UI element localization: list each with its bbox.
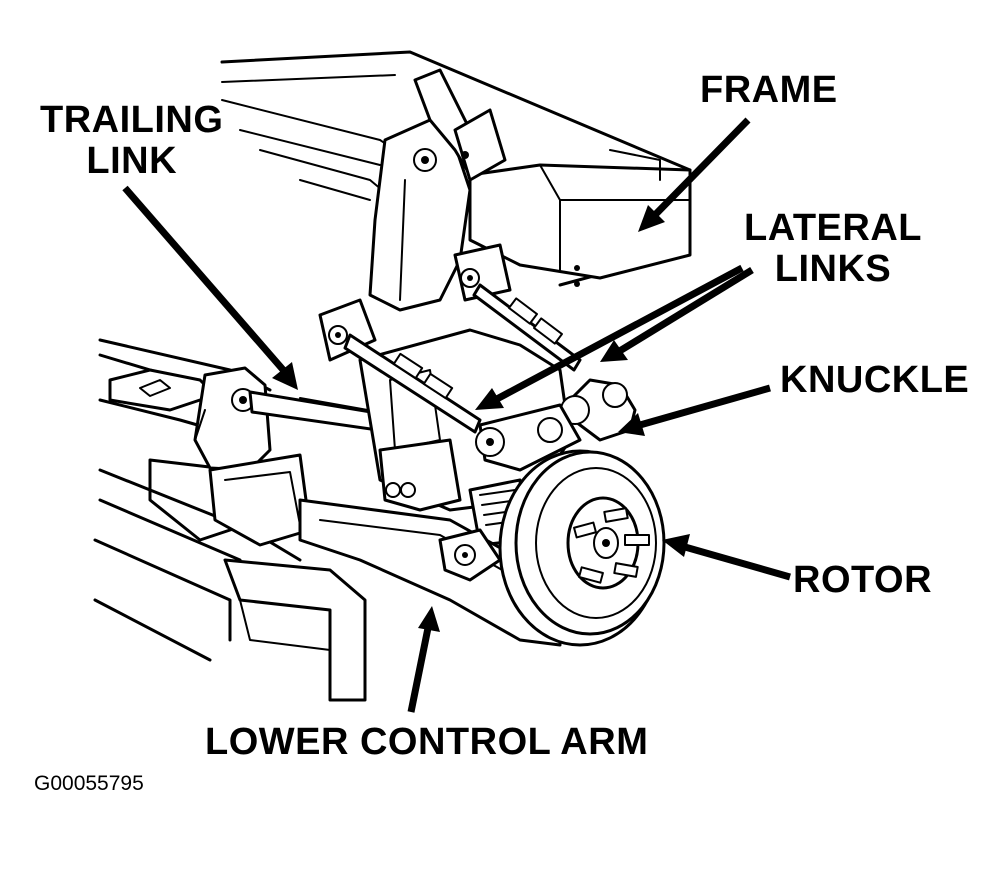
lateral-links-label-line-2: LINKS [774,248,892,291]
frame-arrow [649,117,751,221]
wheel-studs [573,507,650,584]
lateral-link-arrowhead-1 [475,388,504,410]
frame-label: FRAME [700,69,838,111]
figure-id: G00055795 [34,772,144,795]
lower-control-arm-arrow [407,627,432,713]
lateral-link-arrow-1 [493,264,744,404]
trailing-link-arrowhead [272,362,298,390]
trailing-link-label-line-1: TRAILING [40,99,224,141]
rotor-arrowhead [662,534,690,557]
lower-control-arm-arrowhead [418,606,440,632]
trailing-link-arrow [122,185,288,375]
frame-rail-upper [220,50,692,287]
knuckle-arrowhead [618,413,645,436]
rotor [498,449,666,647]
lower-control-arm [298,498,562,647]
knuckle-label: KNUCKLE [780,359,970,401]
trailing-link-label-line-2: LINK [86,140,178,183]
lateral-link-arrowhead-2 [600,340,628,362]
lateral-links-label-line-1: LATERAL [744,207,922,249]
rotor-label: ROTOR [793,559,933,601]
lateral-link-arrow-2 [616,267,754,355]
rotor-arrow [684,543,791,581]
leader-arrows [122,117,791,713]
lower-control-arm-label: LOWER CONTROL ARM [205,721,649,763]
frame-arrowhead [638,205,665,232]
lateral-links-label: LATERAL LINKS [744,207,922,291]
frame-bracket [368,68,507,312]
knuckle-arrow [639,384,771,429]
lateral-links [343,283,582,434]
trailing-link-label: TRAILING LINK [40,99,224,183]
